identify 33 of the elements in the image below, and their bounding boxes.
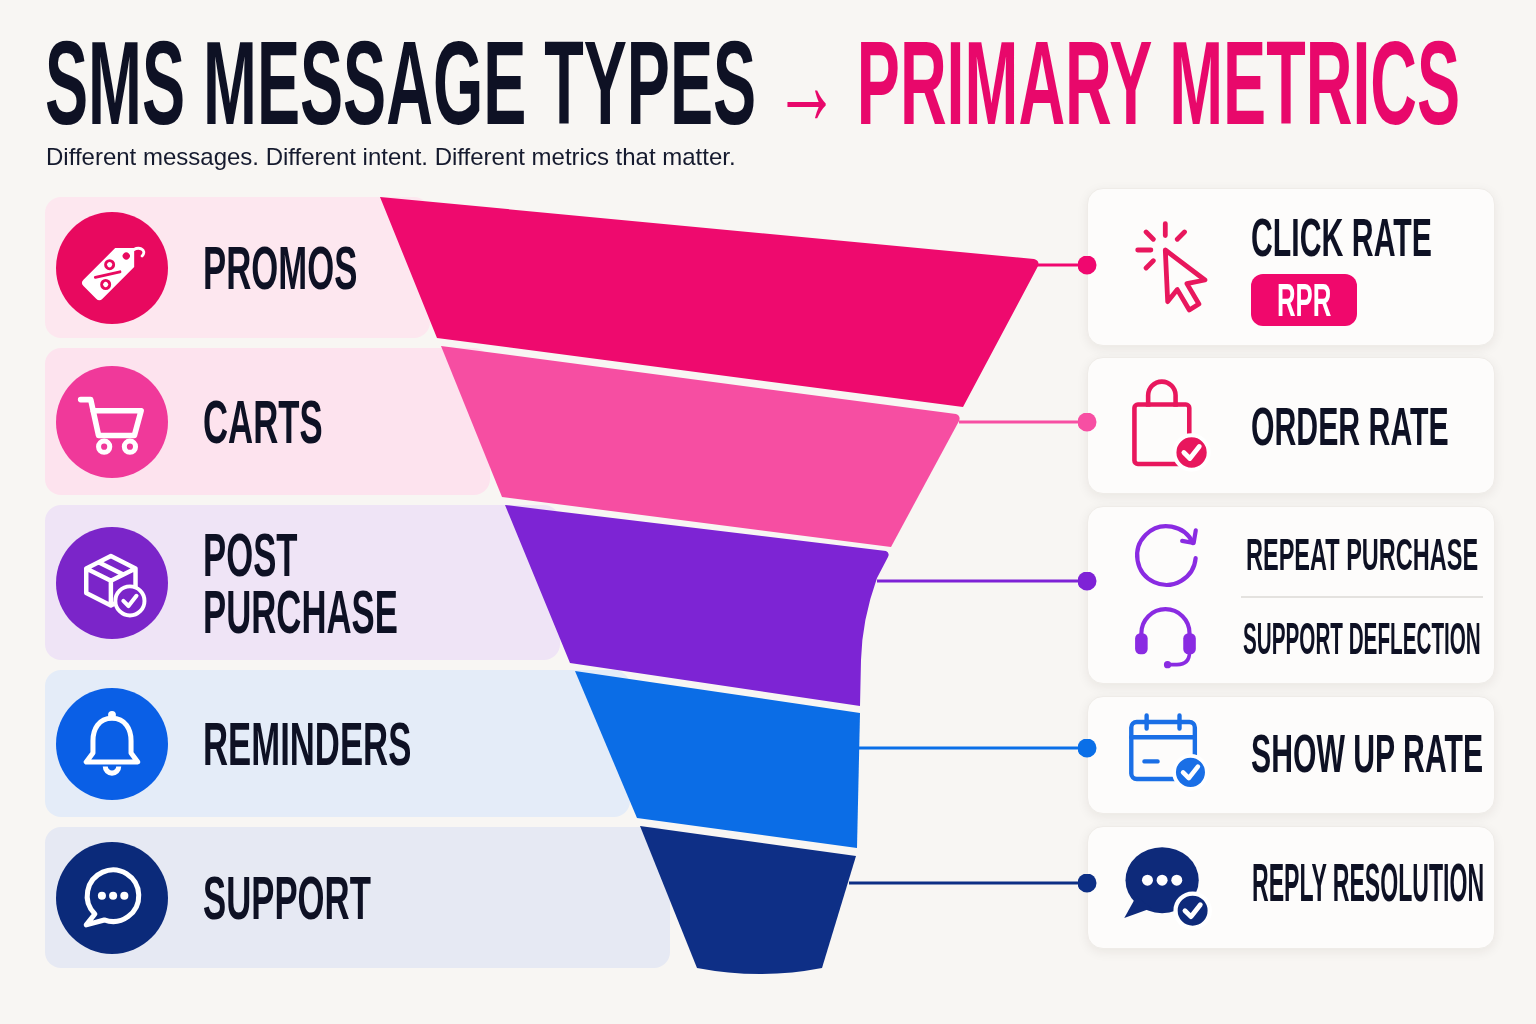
funnel-segment — [640, 826, 856, 974]
metric-card — [1087, 826, 1495, 949]
metric-label: SHOW UP RATE — [1251, 726, 1483, 780]
subtitle: Different messages. Different intent. Different metrics that matter. — [46, 145, 736, 169]
metric-card — [1087, 188, 1495, 346]
connector-line — [877, 571, 1097, 591]
category-label: REMINDERS — [203, 715, 412, 773]
metric-label: CLICK RATE — [1251, 210, 1432, 264]
category-band — [45, 505, 560, 660]
metric-card — [1087, 696, 1495, 814]
connector-line — [1037, 255, 1097, 275]
category-label: SUPPORT — [203, 869, 371, 927]
funnel-segment — [505, 505, 889, 706]
metric-badge: RPR — [1251, 274, 1358, 326]
metric-label: REPEAT PURCHASE — [1246, 531, 1479, 577]
connector-line — [859, 738, 1097, 758]
connector-line — [959, 412, 1097, 432]
metric-label: SUPPORT DEFLECTION — [1243, 615, 1481, 661]
category-label: PROMOS — [203, 239, 358, 297]
metric-card — [1087, 357, 1495, 494]
metric-label: REPLY RESOLUTION — [1252, 855, 1485, 909]
funnel-segment — [380, 197, 1039, 407]
category-band — [45, 197, 430, 338]
funnel-segment — [575, 671, 860, 848]
category-label: POST PURCHASE — [203, 525, 398, 640]
category-label: CARTS — [203, 393, 323, 451]
connector-line — [849, 873, 1097, 893]
metric-card — [1087, 506, 1495, 684]
category-band — [45, 348, 490, 495]
category-band — [45, 670, 630, 817]
metric-label: ORDER RATE — [1251, 399, 1449, 453]
category-band — [45, 827, 670, 968]
funnel-segment — [441, 346, 960, 547]
